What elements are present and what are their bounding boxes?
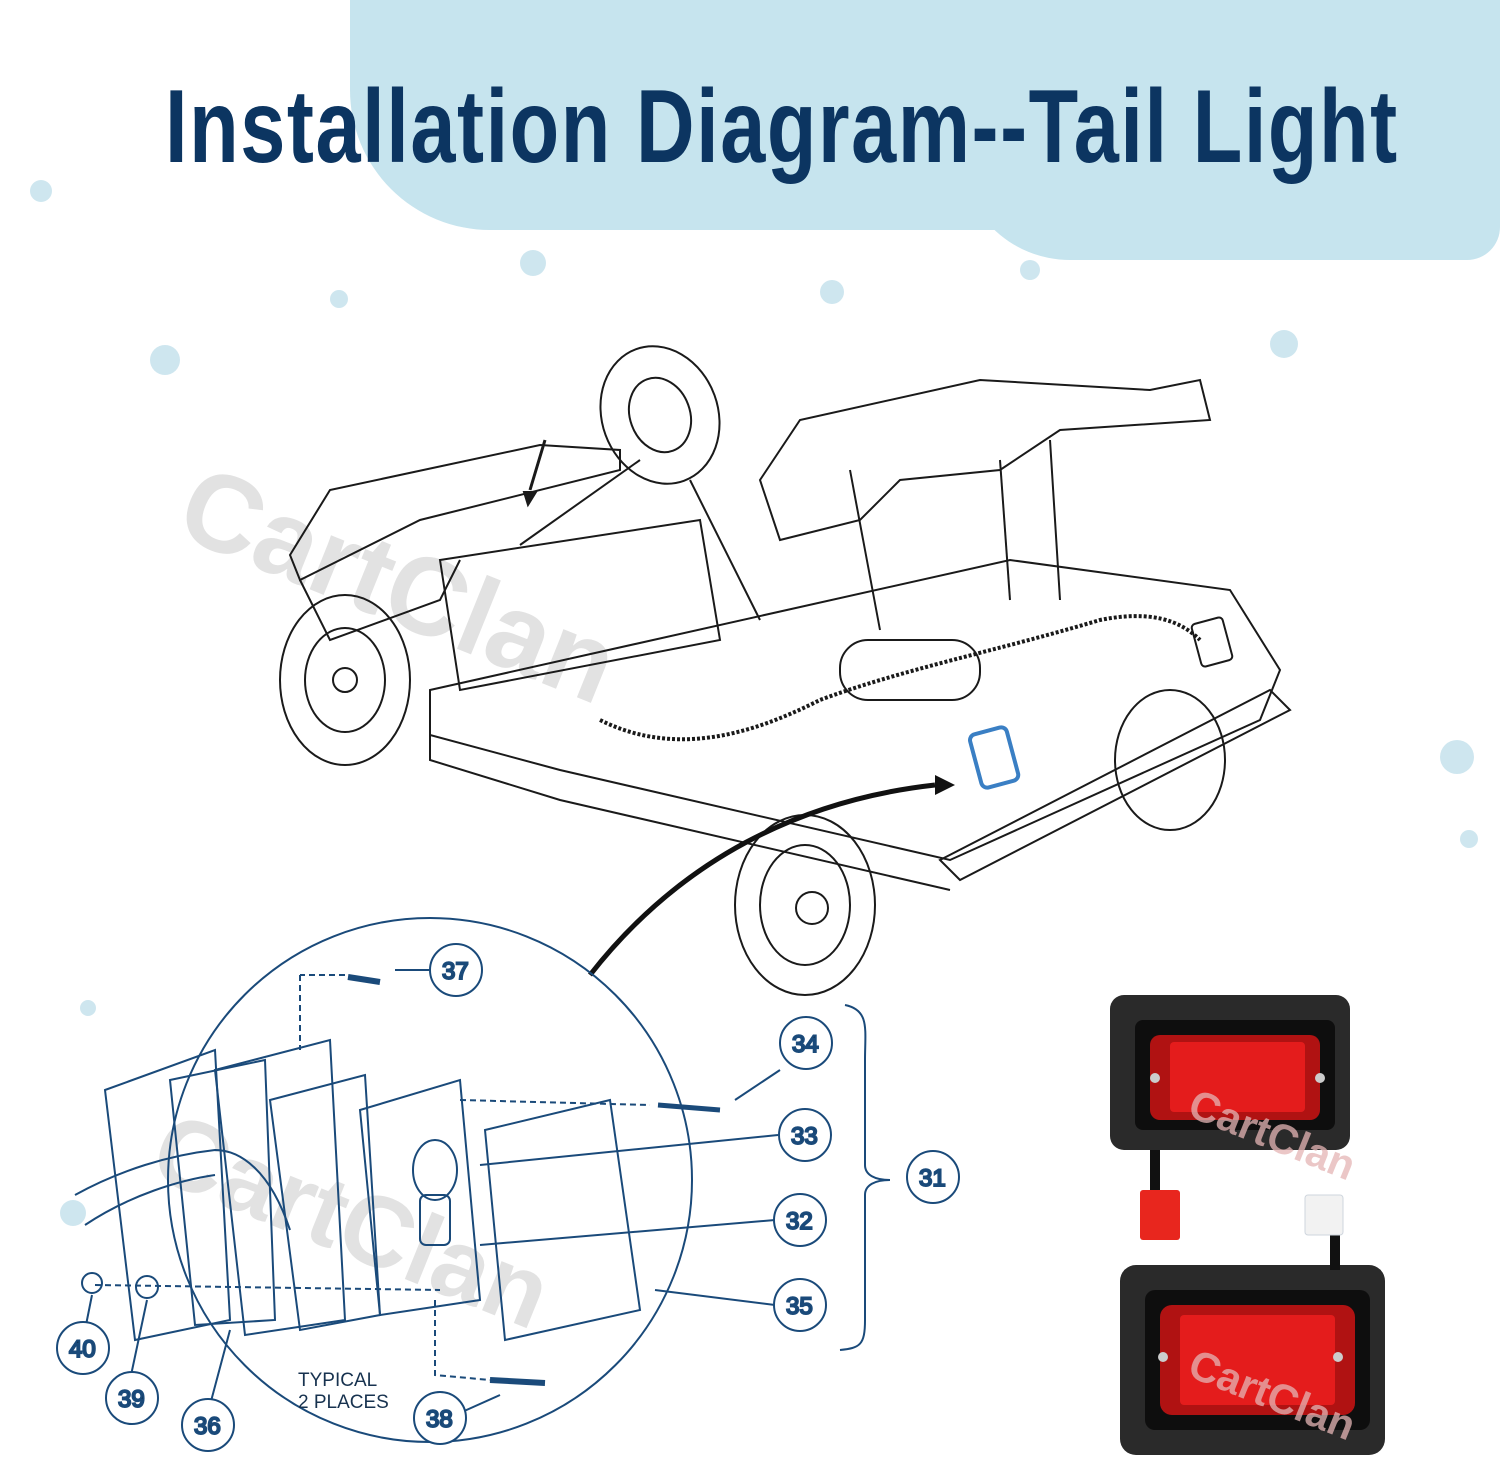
title-background-splash-2 [960, 150, 1500, 260]
decor-dot [150, 345, 180, 375]
decor-dot [520, 250, 546, 276]
decor-dot [1460, 830, 1478, 848]
decor-dot [820, 280, 844, 304]
typical-note-line1: TYPICAL [298, 1370, 378, 1391]
svg-text:35: 35 [786, 1293, 813, 1320]
decor-dot [1020, 260, 1040, 280]
decor-dot [30, 180, 52, 202]
svg-text:31: 31 [919, 1165, 946, 1192]
decor-dot [80, 1000, 96, 1016]
decor-dot [330, 290, 348, 308]
product-tail-light-top [1110, 995, 1350, 1240]
svg-text:40: 40 [69, 1336, 96, 1363]
part-callouts: 37 34 33 32 35 31 40 39 36 38 [56, 943, 960, 1452]
page-title: Installation Diagram--Tail Light [165, 69, 1399, 185]
svg-text:34: 34 [792, 1031, 819, 1058]
svg-text:33: 33 [791, 1123, 818, 1150]
decor-dot [1440, 740, 1474, 774]
svg-text:36: 36 [194, 1413, 221, 1440]
svg-text:39: 39 [118, 1386, 145, 1413]
svg-text:37: 37 [442, 958, 469, 985]
svg-text:32: 32 [786, 1208, 813, 1235]
decor-dot [60, 1200, 86, 1226]
svg-text:38: 38 [426, 1406, 453, 1433]
typical-note-line2: 2 PLACES [298, 1392, 389, 1413]
decor-dot [1270, 330, 1298, 358]
highlighted-tail-light [968, 725, 1021, 790]
product-tail-light-bottom [1120, 1194, 1385, 1455]
